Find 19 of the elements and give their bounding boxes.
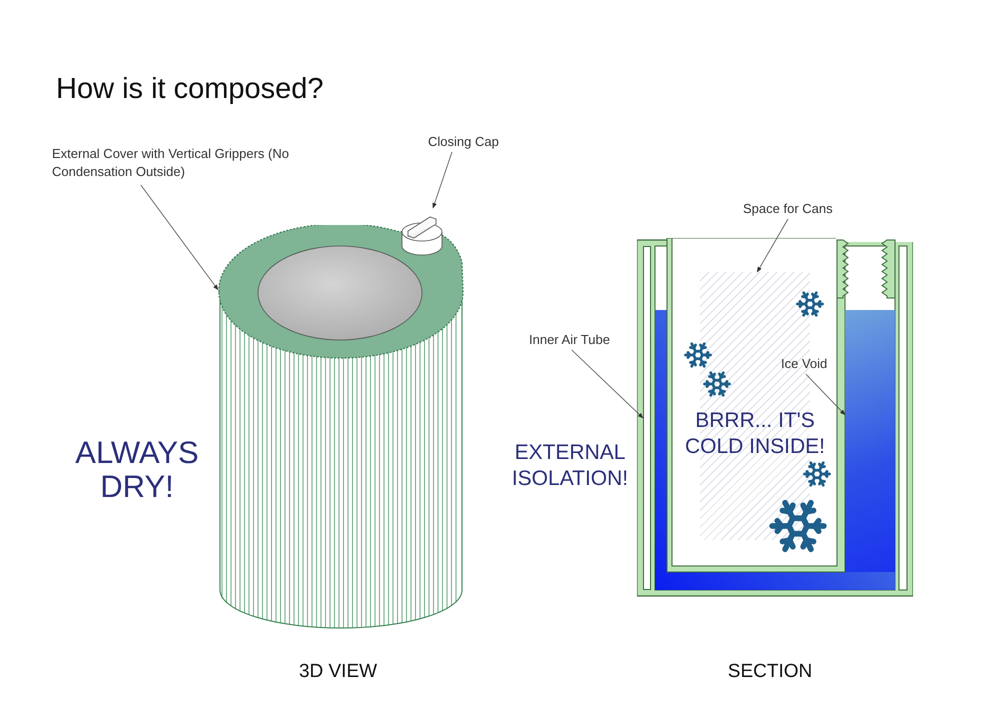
ice-void-area — [845, 310, 895, 572]
leader-line — [432, 152, 452, 209]
title: How is it composed? — [56, 72, 324, 107]
caption-text: ALWAYS DRY! — [74, 436, 200, 504]
caption-text: EXTERNAL ISOLATION! — [510, 440, 630, 492]
part-label: Ice Void — [781, 355, 828, 373]
part-label: Closing Cap — [428, 133, 500, 151]
part-label: Inner Air Tube — [529, 331, 611, 349]
caption-text: 3D VIEW — [298, 660, 378, 684]
part-label: Space for Cans — [743, 200, 834, 218]
caption-text: SECTION — [726, 660, 814, 684]
leader-line — [756, 218, 788, 272]
leader-line — [140, 184, 218, 290]
cylinder-drawing — [218, 225, 466, 630]
leader-line — [805, 374, 846, 416]
leader-line — [571, 350, 644, 418]
air-tube — [643, 246, 651, 590]
part-label: External Cover with Vertical Grippers (No Condensation Outside) — [52, 145, 290, 181]
caption-text: BRRR... IT'S COLD INSIDE! — [684, 408, 826, 460]
